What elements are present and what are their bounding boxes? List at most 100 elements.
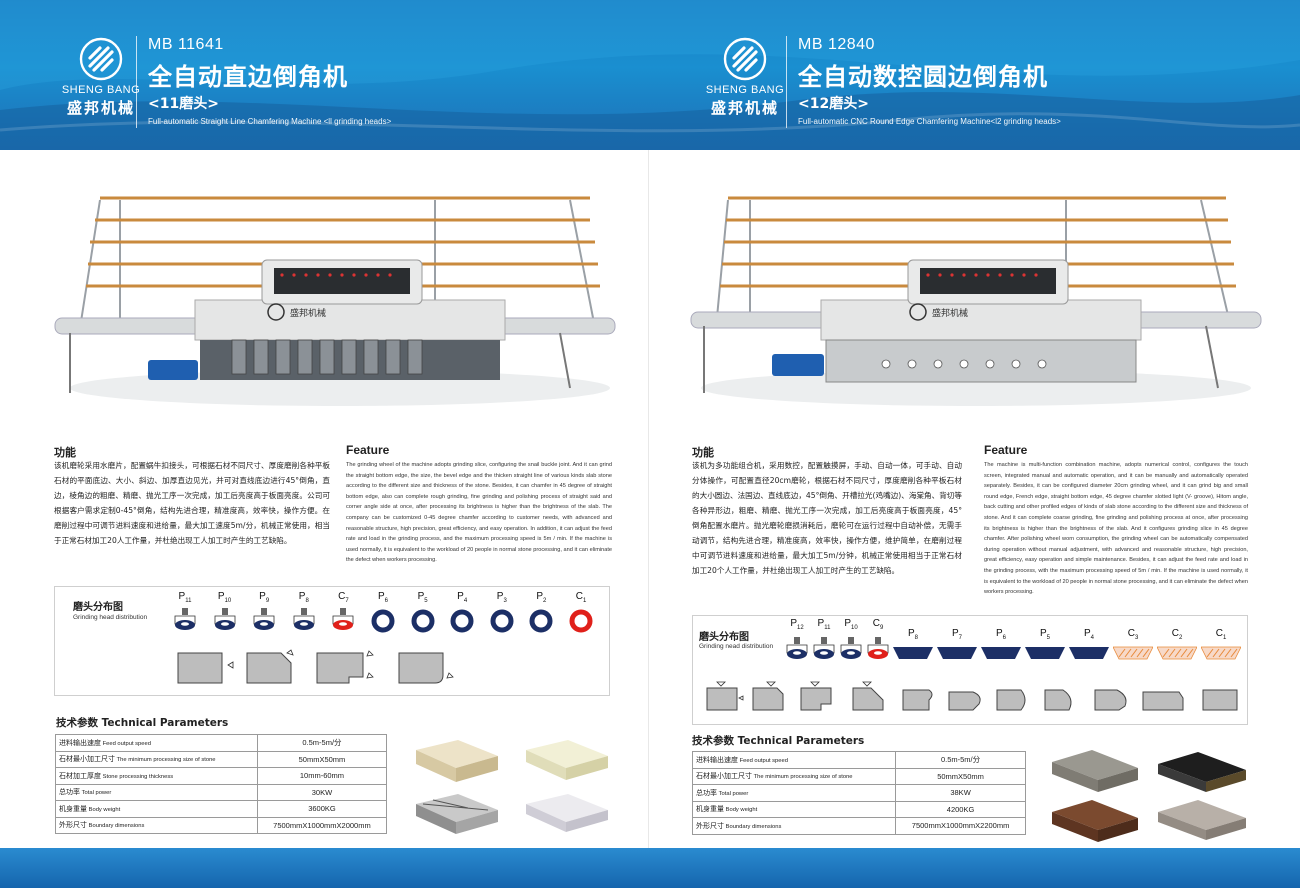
function-description-cn: 该机磨轮采用水磨片，配置蜗牛扣接头，可根据石材不同尺寸、厚度磨削各种平板石材的平… — [54, 461, 330, 545]
grinding-head-wheel — [784, 636, 810, 666]
brand-logo: SHENG BANG 盛邦机械 — [700, 36, 790, 118]
grinding-head-label: P10 — [844, 618, 858, 631]
grinding-head-wheel — [893, 645, 933, 665]
grinding-head-wheel — [330, 607, 356, 637]
grinding-wheel-segment-icon — [893, 647, 933, 659]
grinding-head-label: C2 — [1171, 628, 1183, 641]
brand-name-en: SHENG BANG — [61, 84, 141, 96]
grinding-head-label: P12 — [790, 618, 804, 631]
stone-sample-light-granite — [1158, 800, 1246, 840]
tech-param-name: 外形尺寸 Boundary dimensions — [55, 816, 258, 834]
grinding-head-label: P3 — [496, 591, 507, 604]
stone-sample-white-marble — [526, 794, 608, 832]
grinding-head-wheel — [251, 607, 277, 637]
machine-illustration: 盛邦机械 — [54, 196, 616, 406]
chamfer-wheel-segment-icon — [1156, 646, 1198, 660]
grinding-cup-wheel-icon — [214, 608, 235, 630]
distribution-title-en: Grinding head distribution — [73, 614, 148, 621]
tech-param-value: 0.5m-5m/分 — [256, 734, 388, 752]
grinding-cup-wheel-icon — [840, 637, 862, 659]
grinding-head-label: P11 — [817, 618, 831, 631]
tech-param-name: 总功率 Total power — [55, 783, 258, 801]
grinding-head-label: P4 — [457, 591, 468, 604]
header-separator — [136, 36, 137, 128]
tech-param-value: 50mmX50mm — [895, 767, 1026, 785]
grinding-head-wheel — [449, 607, 475, 637]
grinding-head-wheel — [1025, 645, 1065, 665]
tech-param-name: 外形尺寸 Boundary dimensions — [691, 817, 897, 835]
left-panel: SHENG BANG 盛邦机械 MB 11641 全自动直边倒角机 <11磨头>… — [0, 0, 650, 848]
grinding-disc-icon — [529, 609, 553, 633]
tech-params-title: 技术参数 Technical Parameters — [692, 735, 865, 747]
grinding-head-wheel — [212, 607, 238, 637]
tech-param-value: 38KW — [895, 784, 1026, 802]
machine-illustration: 盛邦机械 — [690, 196, 1262, 406]
grinding-disc-icon — [371, 609, 395, 633]
feature-description-en: The grinding wheel of the machine adopts… — [346, 462, 612, 564]
stone-samples — [416, 740, 608, 834]
tech-param-value: 50mmX50mm — [256, 750, 388, 768]
tech-param-name: 机身重量 Body weight — [691, 800, 897, 818]
grinding-heads-cn: <11磨头> — [148, 96, 219, 112]
function-description-cn: 该机为多功能组合机，采用数控，配置触摸屏，手动、自动一体，可手动、自动分体操作，… — [692, 461, 962, 575]
tech-param-value: 3600KG — [256, 800, 388, 818]
feature-description-en: The machine is multi-function combinatio… — [984, 462, 1248, 596]
grinding-wheel-segment-icon — [1069, 647, 1109, 659]
stone-sample-grey-granite — [1052, 750, 1138, 792]
edge-profile-diagrams — [177, 649, 454, 684]
grinding-head-label: C1 — [1215, 628, 1227, 641]
svg-text:盛邦机械: 盛邦机械 — [932, 307, 968, 319]
stone-sample-brown-granite — [1052, 800, 1138, 842]
grinding-head-label: P6 — [995, 628, 1006, 641]
header-banner — [0, 0, 1300, 150]
sheng-bang-logo-icon — [79, 37, 123, 81]
stone-sample-beige — [416, 740, 498, 782]
grinding-head-wheel — [370, 607, 396, 637]
grinding-head-wheel — [1112, 645, 1154, 665]
right-panel: SHENG BANG 盛邦机械 MB 12840 全自动数控圆边倒角机 <12磨… — [650, 0, 1300, 848]
distribution-title-cn: 磨头分布图 — [699, 632, 749, 643]
grinding-head-label: C9 — [872, 618, 884, 631]
function-title: 功能 — [692, 446, 714, 459]
grinding-cup-wheel-icon — [174, 608, 196, 630]
page-divider — [648, 150, 649, 848]
grinding-heads-cn: <12磨头> — [798, 96, 869, 112]
chamfer-cup-wheel-icon — [867, 637, 889, 659]
grinding-wheel-segment-icon — [937, 647, 977, 659]
tech-param-name: 进料输出速度 Feed output speed — [691, 751, 897, 769]
edge-profile-diagrams — [706, 681, 1238, 711]
chamfer-wheel-segment-icon — [1112, 646, 1154, 660]
grinding-disc-icon — [411, 609, 435, 633]
tech-param-value: 10mm-60mm — [256, 767, 388, 785]
grinding-head-wheel — [811, 636, 837, 666]
product-name-cn: 全自动数控圆边倒角机 — [798, 63, 1048, 91]
grinding-head-wheel — [1069, 645, 1109, 665]
profile-step — [316, 652, 364, 684]
stone-sample-black-granite — [1158, 752, 1246, 792]
tech-param-value: 30KW — [256, 783, 388, 801]
function-title: 功能 — [54, 446, 76, 459]
grinding-cup-wheel-icon — [786, 637, 808, 659]
product-name-cn: 全自动直边倒角机 — [148, 63, 348, 91]
tech-param-name: 石材最小加工尺寸 The minimum processing size of … — [55, 750, 258, 768]
chamfer-cup-wheel-icon — [332, 608, 354, 630]
grinding-head-label: C3 — [1127, 628, 1139, 641]
tech-param-name: 总功率 Total power — [691, 784, 897, 802]
grinding-head-label: P7 — [951, 628, 962, 641]
tech-params-title: 技术参数 Technical Parameters — [56, 717, 229, 729]
grinding-head-label: P8 — [907, 628, 918, 641]
grinding-wheel-segment-icon — [981, 647, 1021, 659]
grinding-head-label: P11 — [178, 591, 192, 604]
model-number: MB 11641 — [148, 36, 224, 53]
grinding-head-label: P6 — [377, 591, 388, 604]
grinding-head-label: P2 — [536, 591, 547, 604]
